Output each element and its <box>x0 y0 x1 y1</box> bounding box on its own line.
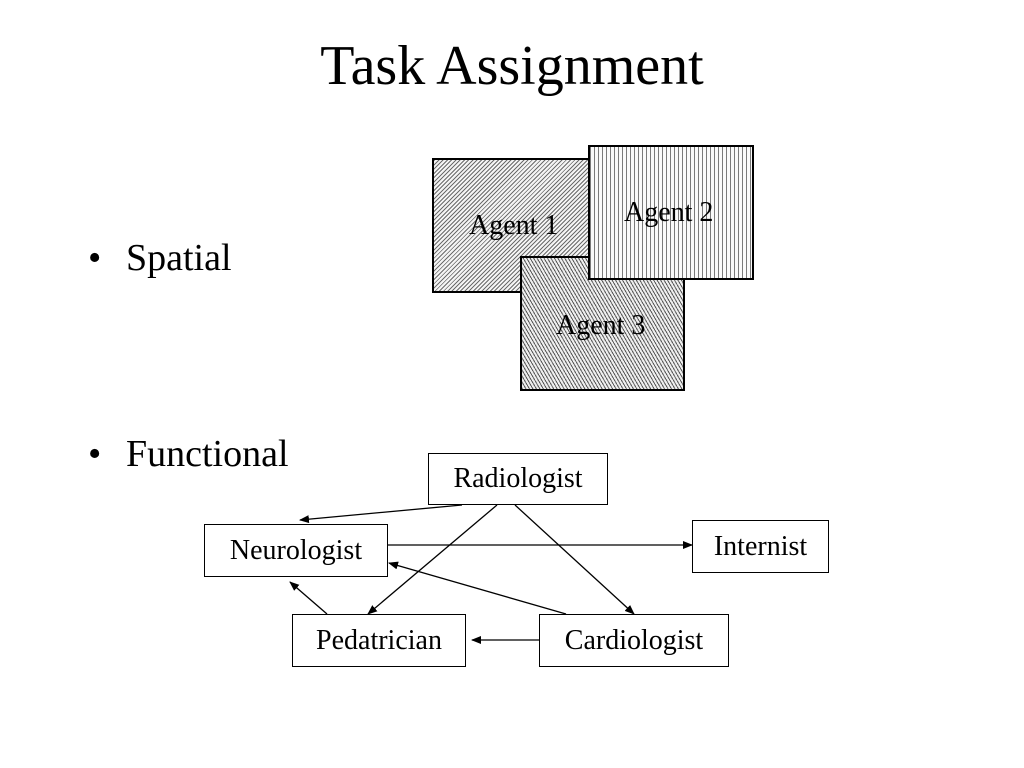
node-radiologist: Radiologist <box>428 453 608 505</box>
edge-radiologist-neurologist <box>299 504 463 524</box>
edge-pedatrician-neurologist <box>289 581 328 615</box>
bullet-functional-label: Functional <box>126 433 289 475</box>
node-neurologist: Neurologist <box>204 524 388 577</box>
bullet-spatial-label: Spatial <box>126 237 232 279</box>
agent-1-label: Agent 1 <box>469 210 559 241</box>
agent-3-label: Agent 3 <box>556 310 646 341</box>
edge-radiologist-cardiologist <box>514 504 635 615</box>
bullet-functional: • Functional <box>88 432 289 476</box>
node-internist: Internist <box>692 520 829 573</box>
edge-cardiologist-neurologist <box>388 561 567 615</box>
bullet-dot: • <box>88 433 102 475</box>
edge-radiologist-pedatrician <box>367 504 498 615</box>
node-cardiologist: Cardiologist <box>539 614 729 667</box>
bullet-dot: • <box>88 237 102 279</box>
bullet-spatial: • Spatial <box>88 236 232 280</box>
slide-title: Task Assignment <box>320 35 704 97</box>
agent-2-region: Agent 2 <box>588 145 754 280</box>
node-pedatrician: Pedatrician <box>292 614 466 667</box>
agent-2-label: Agent 2 <box>624 197 714 228</box>
